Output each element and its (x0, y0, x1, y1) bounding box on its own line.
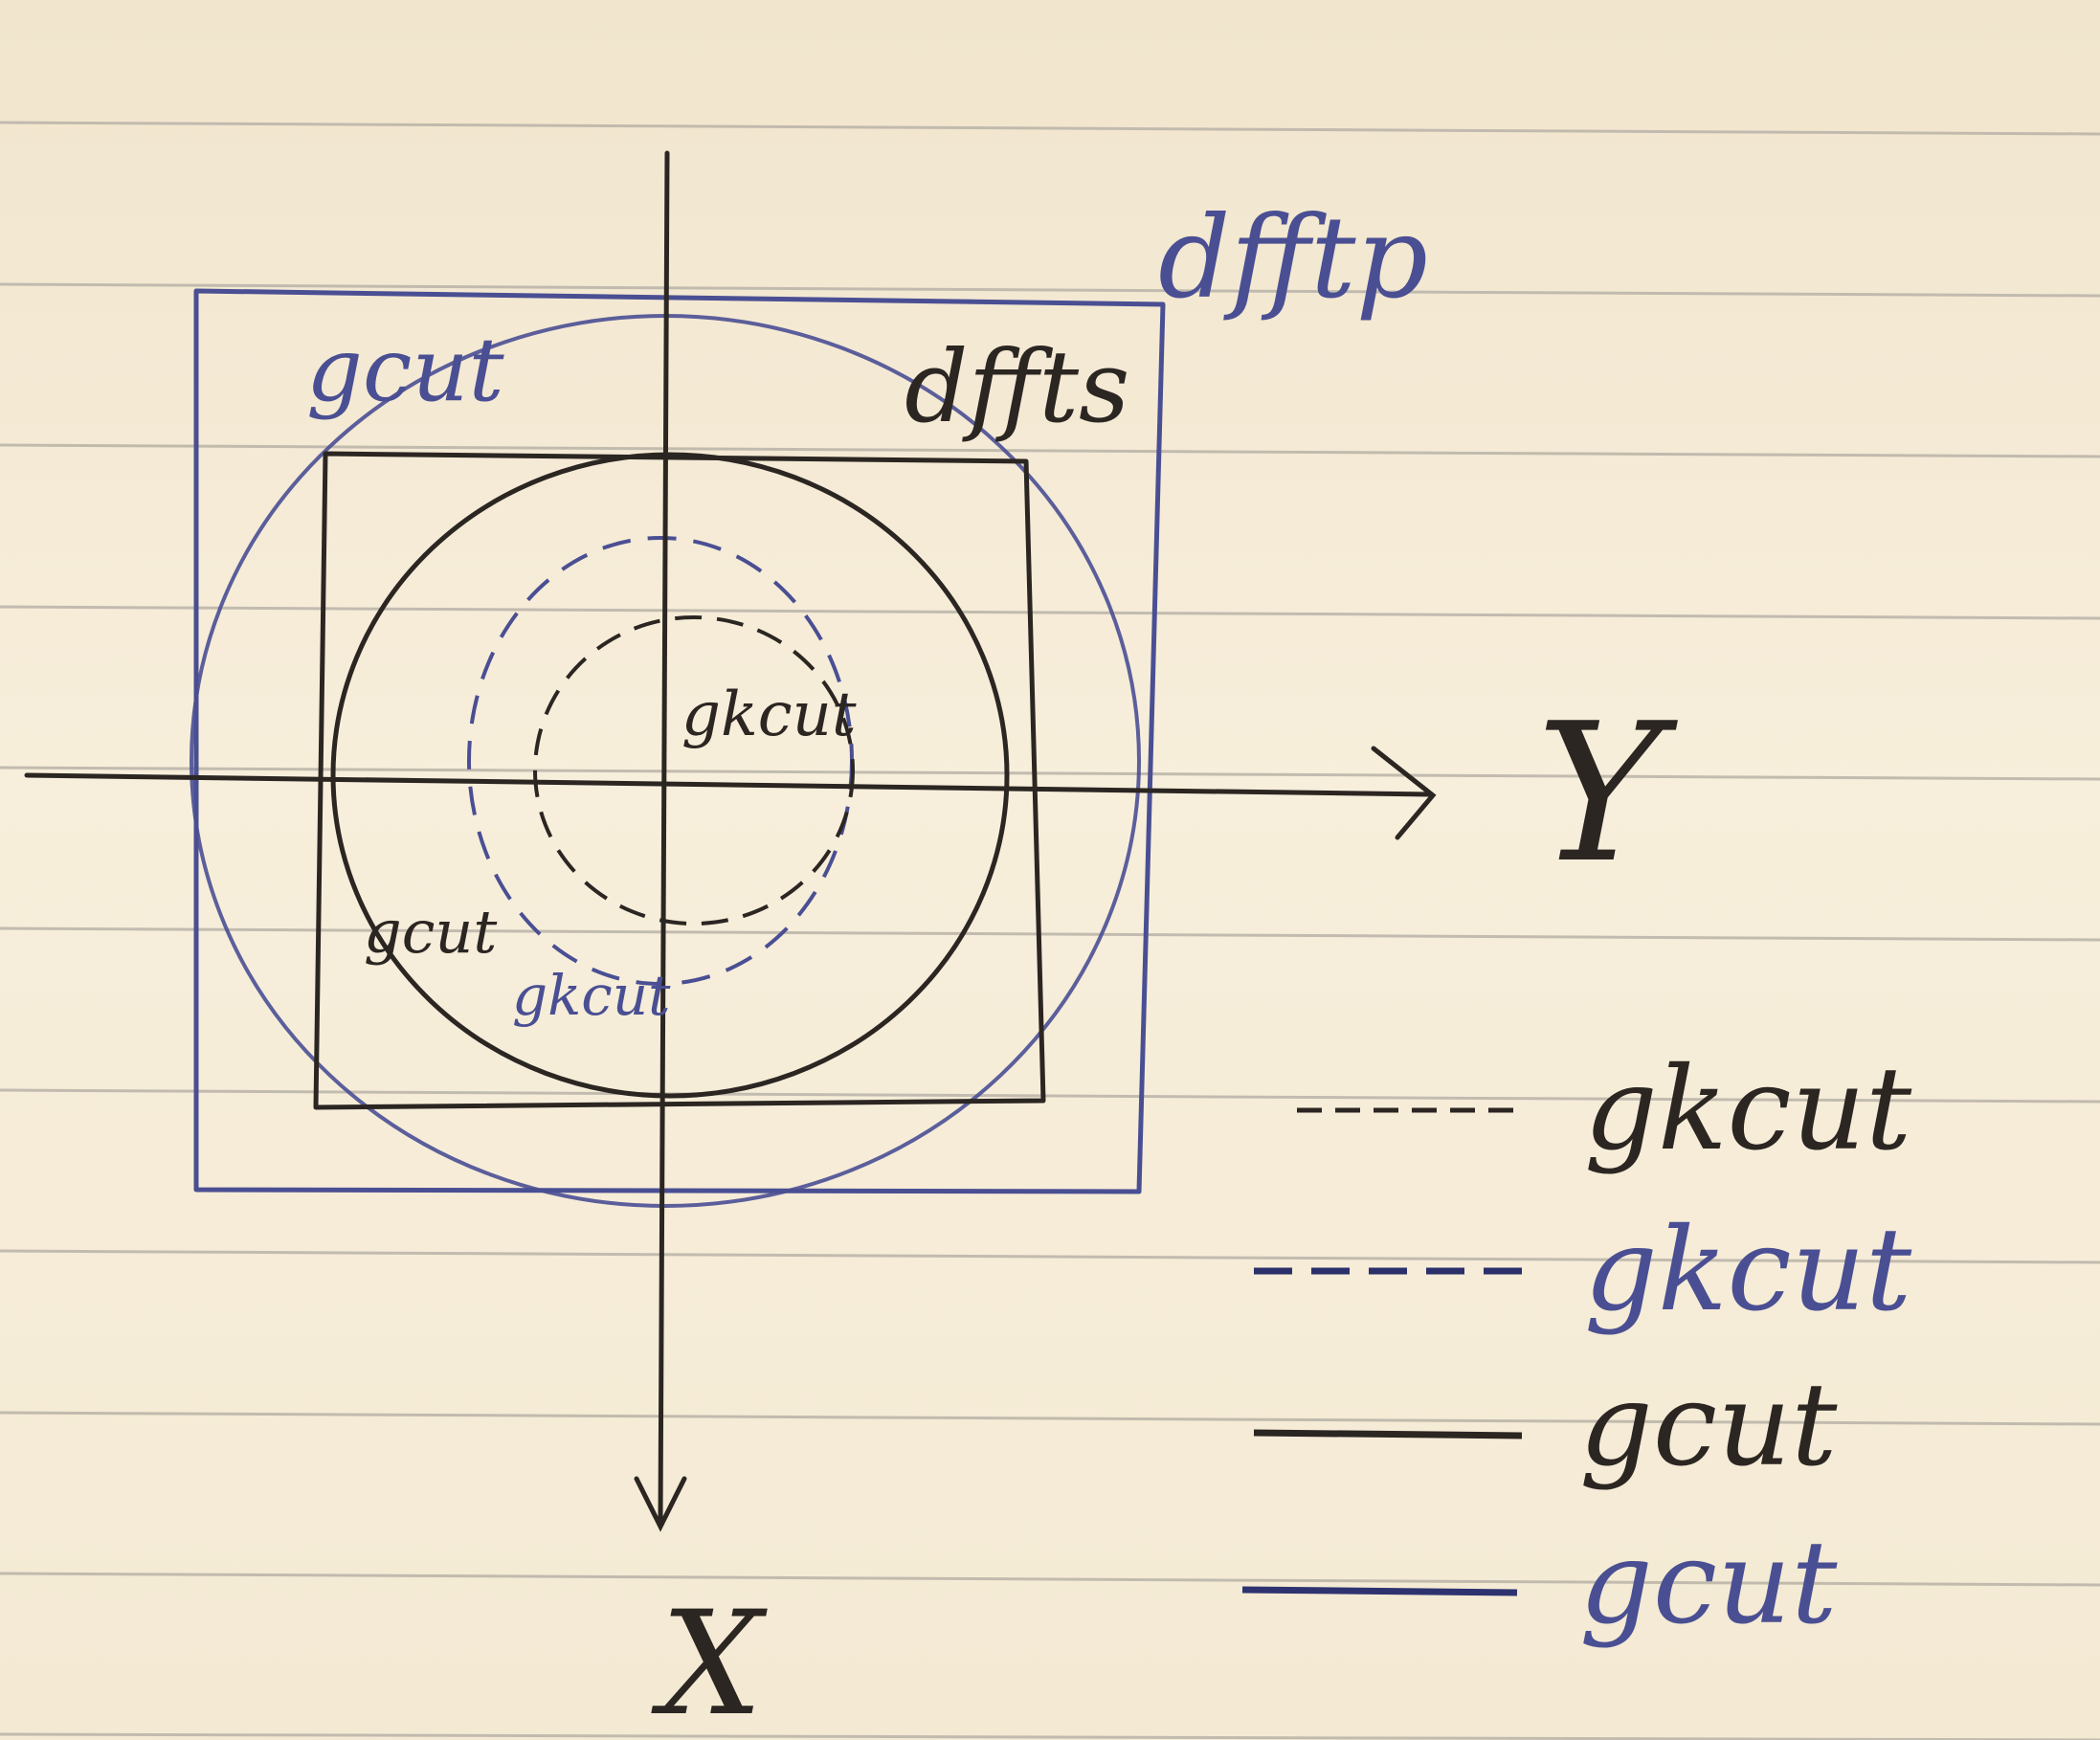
gkcut-circle-black-dashed (533, 615, 855, 926)
gcut-circle-black (330, 452, 1010, 1099)
gkcut-blue-label: gkcut (512, 963, 671, 1028)
legend-label: gcut (1579, 1359, 1838, 1492)
dffts-box (313, 451, 1046, 1110)
dffts-label: dffts (905, 328, 1129, 445)
legend-label: gkcut (1584, 1204, 1912, 1337)
x-axis (634, 150, 687, 1532)
legend-label: gcut (1579, 1517, 1838, 1650)
legend: gkcut gkcut gcut gcut (1241, 1043, 1912, 1650)
gcut-black-label: gcut (364, 897, 497, 967)
y-axis (24, 746, 1437, 840)
legend-item-gcut-black: gcut (1253, 1359, 1838, 1492)
legend-item-gkcut-black: gkcut (1297, 1043, 1912, 1176)
y-axis-label: Y (1536, 682, 1678, 905)
legend-label: gkcut (1584, 1043, 1912, 1176)
x-axis-label: X (651, 1581, 768, 1740)
dfftp-label: dfftp (1158, 191, 1428, 323)
gkcut-black-label: gkcut (681, 680, 857, 750)
gkcut-circle-blue-dashed (467, 536, 854, 986)
dfftp-box (193, 288, 1166, 1194)
legend-item-gkcut-blue: gkcut (1254, 1204, 1912, 1337)
legend-item-gcut-blue: gcut (1241, 1517, 1838, 1650)
gcut-blue-label: gcut (306, 319, 505, 421)
